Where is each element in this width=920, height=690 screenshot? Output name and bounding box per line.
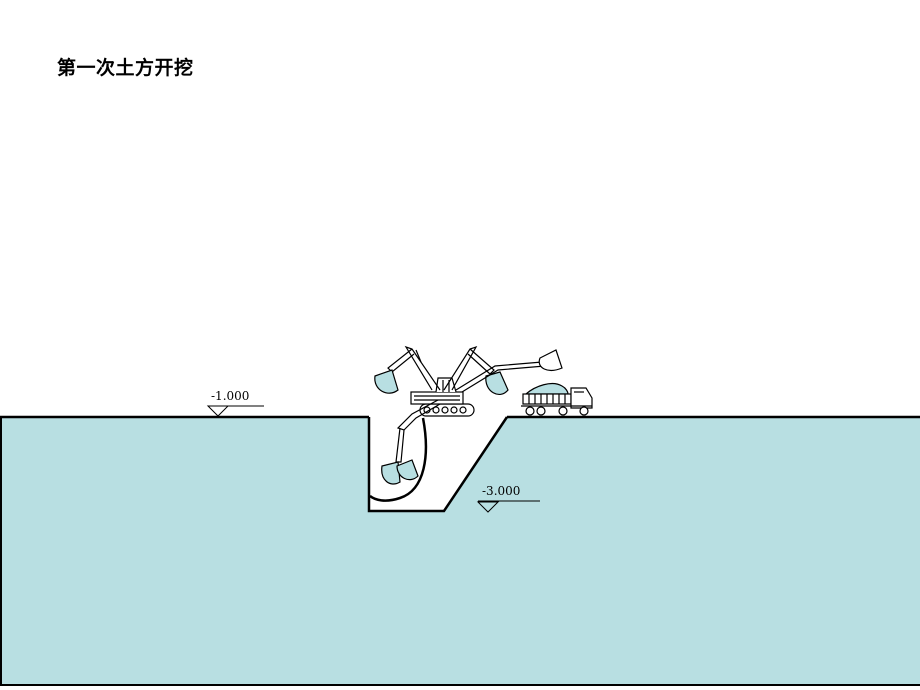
soil-body: [0, 417, 920, 686]
bucket-middle: [485, 371, 509, 395]
elevation-label-pit-bottom: -3.000: [482, 484, 520, 498]
truck-wheel: [525, 406, 535, 416]
elevation-marker-ground: -1.000: [206, 389, 264, 417]
diagram-title: 第一次土方开挖: [57, 57, 194, 79]
bucket-right: [538, 349, 563, 371]
elevation-label-ground: -1.000: [211, 389, 249, 403]
elevation-marker-pit-bottom: -3.000: [476, 484, 540, 513]
pit-outline: [367, 416, 509, 513]
excavator-body: [410, 377, 475, 417]
truck-wheel: [579, 406, 589, 416]
truck-cab: [570, 387, 593, 409]
bucket-swing-arc: [369, 417, 428, 502]
bucket-pit-1: [381, 461, 401, 485]
bucket-left: [374, 369, 399, 394]
bucket-pit-2: [396, 459, 419, 481]
excavator-arm-middle: [443, 345, 509, 395]
excavator-arm-pit: [381, 399, 441, 485]
truck-load: [524, 382, 569, 395]
excavator-arm-left: [374, 345, 441, 394]
truck-wheel: [536, 406, 546, 416]
dump-truck: [521, 382, 593, 416]
truck-wheel: [558, 406, 568, 416]
excavator-arm-right: [455, 349, 563, 393]
